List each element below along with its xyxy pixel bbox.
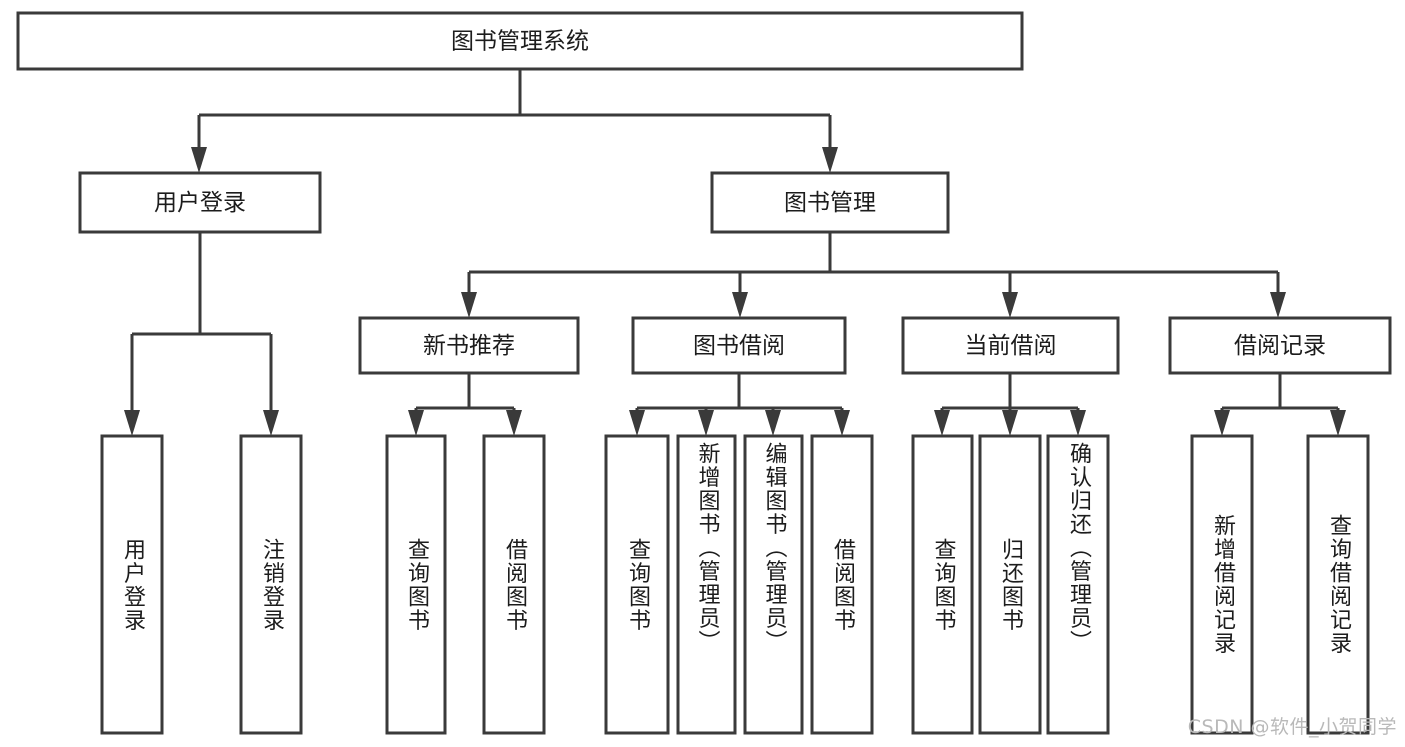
node-new-book-rec[interactable] — [358, 316, 580, 375]
node-book-manage[interactable] — [710, 171, 950, 234]
user-login-arrow-0-head — [124, 410, 140, 436]
group-borrow-record-arrow-1-head — [1330, 410, 1346, 436]
node-root-label: 图书管理系统 — [451, 29, 589, 55]
book-manage-arrow-3-head — [1270, 292, 1286, 318]
node-leaf-query-book-3[interactable] — [911, 434, 974, 735]
node-leaf-borrow-book-2[interactable] — [810, 434, 874, 735]
node-leaf-borrow-book-1[interactable] — [482, 434, 546, 735]
group-book-borrow-arrow-0-head — [629, 410, 645, 436]
node-borrow-record-label: 借阅记录 — [1234, 333, 1326, 359]
node-leaf-confirm-return[interactable] — [1046, 434, 1110, 735]
group-borrow-record-arrow-0-head — [1214, 410, 1230, 436]
node-borrow-record[interactable] — [1168, 316, 1392, 375]
group-new-book-rec-arrow-1-head — [506, 410, 522, 436]
node-leaf-query-book-1[interactable] — [385, 434, 447, 735]
root-branch-arrow-1-head — [822, 147, 838, 173]
node-leaf-return-book[interactable] — [978, 434, 1042, 735]
group-current-borrow-arrow-1-head — [1002, 410, 1018, 436]
book-manage-arrow-1-head — [732, 292, 748, 318]
node-book-borrow[interactable] — [631, 316, 847, 375]
group-new-book-rec-arrow-0-head — [408, 410, 424, 436]
csdn-watermark: CSDN @软件_小贺同学 — [1187, 716, 1397, 738]
node-new-book-rec-label: 新书推荐 — [423, 333, 515, 359]
group-book-borrow-arrow-1-head — [698, 410, 714, 436]
node-leaf-user-login[interactable] — [100, 434, 164, 735]
group-book-borrow-arrow-2-head — [765, 410, 781, 436]
group-book-borrow-arrow-3-head — [834, 410, 850, 436]
node-current-borrow-label: 当前借阅 — [965, 333, 1057, 359]
node-leaf-query-record[interactable] — [1306, 434, 1370, 735]
root-branch-arrow-0-head — [191, 147, 207, 173]
node-root-book-management-system[interactable] — [16, 11, 1024, 71]
node-book-manage-label: 图书管理 — [784, 190, 876, 216]
group-current-borrow-arrow-0-head — [934, 410, 950, 436]
node-leaf-edit-book[interactable] — [743, 434, 804, 735]
group-current-borrow-arrow-2-head — [1070, 410, 1086, 436]
node-leaf-logout[interactable] — [239, 434, 303, 735]
node-leaf-add-record[interactable] — [1190, 434, 1254, 735]
user-login-arrow-1-head — [263, 410, 279, 436]
node-leaf-query-book-2[interactable] — [604, 434, 670, 735]
node-user-login-label: 用户登录 — [154, 190, 246, 216]
node-current-borrow[interactable] — [901, 316, 1120, 375]
node-book-borrow-label: 图书借阅 — [693, 333, 785, 359]
node-leaf-add-book[interactable] — [676, 434, 737, 735]
node-user-login[interactable] — [78, 171, 322, 234]
book-manage-arrow-0-head — [461, 292, 477, 318]
book-manage-arrow-2-head — [1002, 292, 1018, 318]
